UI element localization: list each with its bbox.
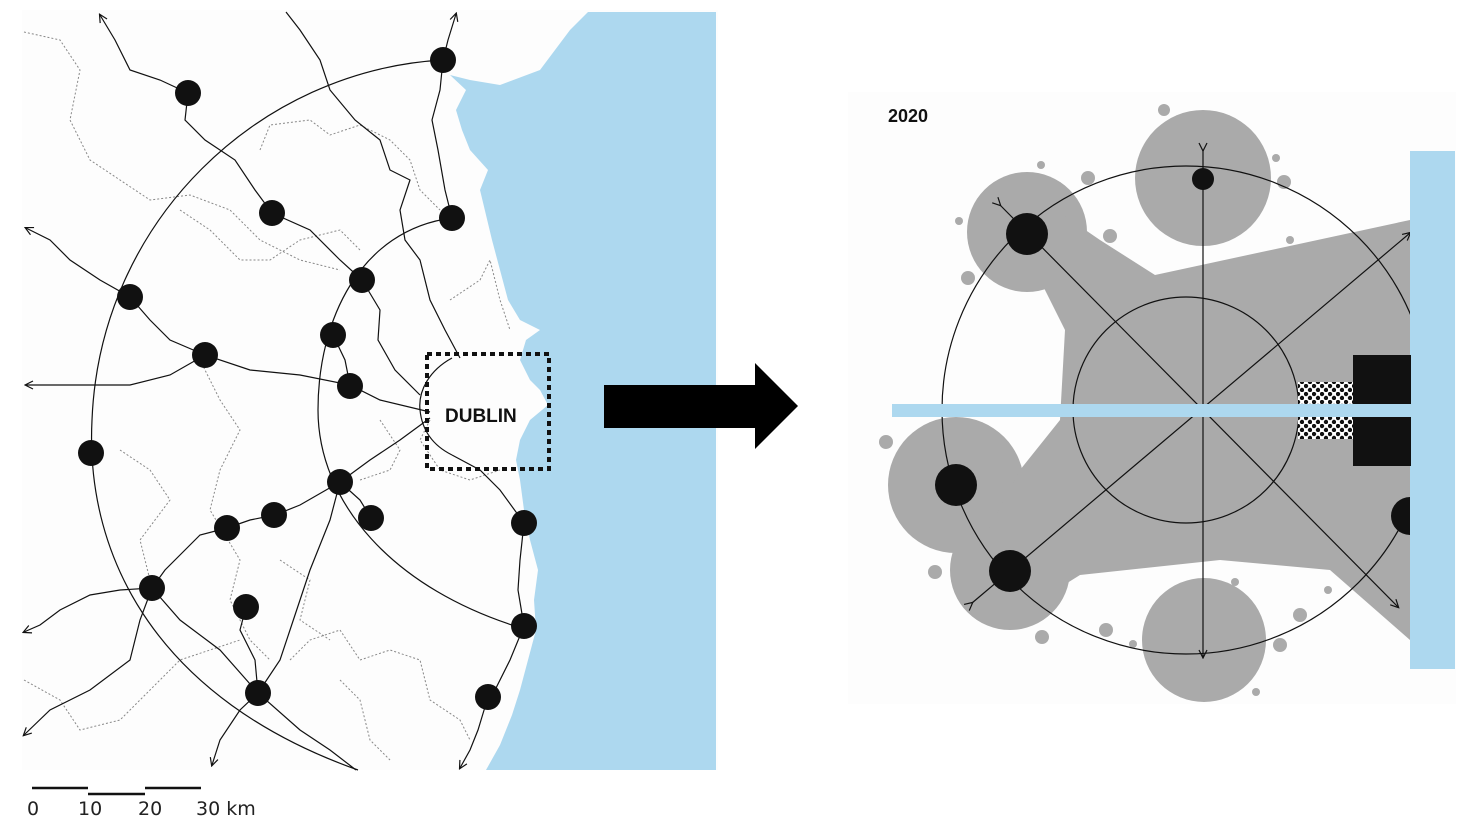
right-diagram: 2020 bbox=[848, 92, 1456, 704]
dense-area-north bbox=[1298, 382, 1353, 404]
irish-sea bbox=[450, 12, 716, 770]
city-block-north bbox=[1353, 355, 1411, 404]
city-block-south bbox=[1353, 417, 1411, 466]
town-node bbox=[259, 200, 285, 226]
dublin-focus-box bbox=[425, 352, 551, 471]
scale-bar: 0 10 20 30 km bbox=[27, 786, 256, 820]
scale-tick-10: 10 bbox=[78, 798, 102, 820]
scale-tick-20: 20 bbox=[138, 798, 162, 820]
year-label: 2020 bbox=[888, 106, 928, 126]
town-node bbox=[358, 505, 384, 531]
dublin-label: DUBLIN bbox=[445, 406, 517, 427]
town-node bbox=[349, 267, 375, 293]
town-node bbox=[78, 440, 104, 466]
town-node bbox=[430, 47, 456, 73]
town-node bbox=[192, 342, 218, 368]
town-node bbox=[233, 594, 259, 620]
town-node bbox=[117, 284, 143, 310]
river-band bbox=[892, 404, 1410, 417]
right-arrow-icon bbox=[604, 363, 798, 449]
town-node bbox=[320, 322, 346, 348]
town-node bbox=[261, 502, 287, 528]
town-node bbox=[245, 680, 271, 706]
town-node bbox=[327, 469, 353, 495]
town-node bbox=[139, 575, 165, 601]
diagram-nodes bbox=[935, 168, 1410, 592]
town-node bbox=[439, 205, 465, 231]
town-node bbox=[175, 80, 201, 106]
county-boundaries bbox=[23, 31, 511, 761]
coast-band bbox=[1410, 151, 1455, 669]
middle-ring bbox=[317, 217, 529, 631]
left-map: DUBLIN 0 10 20 30 km bbox=[22, 10, 718, 820]
town-node bbox=[337, 373, 363, 399]
town-node bbox=[511, 613, 537, 639]
routes bbox=[24, 11, 525, 771]
town-node bbox=[475, 684, 501, 710]
town-node bbox=[214, 515, 240, 541]
scale-tick-0: 0 bbox=[27, 798, 39, 820]
outer-ring bbox=[90, 59, 444, 771]
dense-area-south bbox=[1298, 417, 1353, 439]
settlement-nodes bbox=[78, 47, 537, 710]
scale-tick-30km: 30 km bbox=[196, 798, 256, 820]
town-node bbox=[511, 510, 537, 536]
